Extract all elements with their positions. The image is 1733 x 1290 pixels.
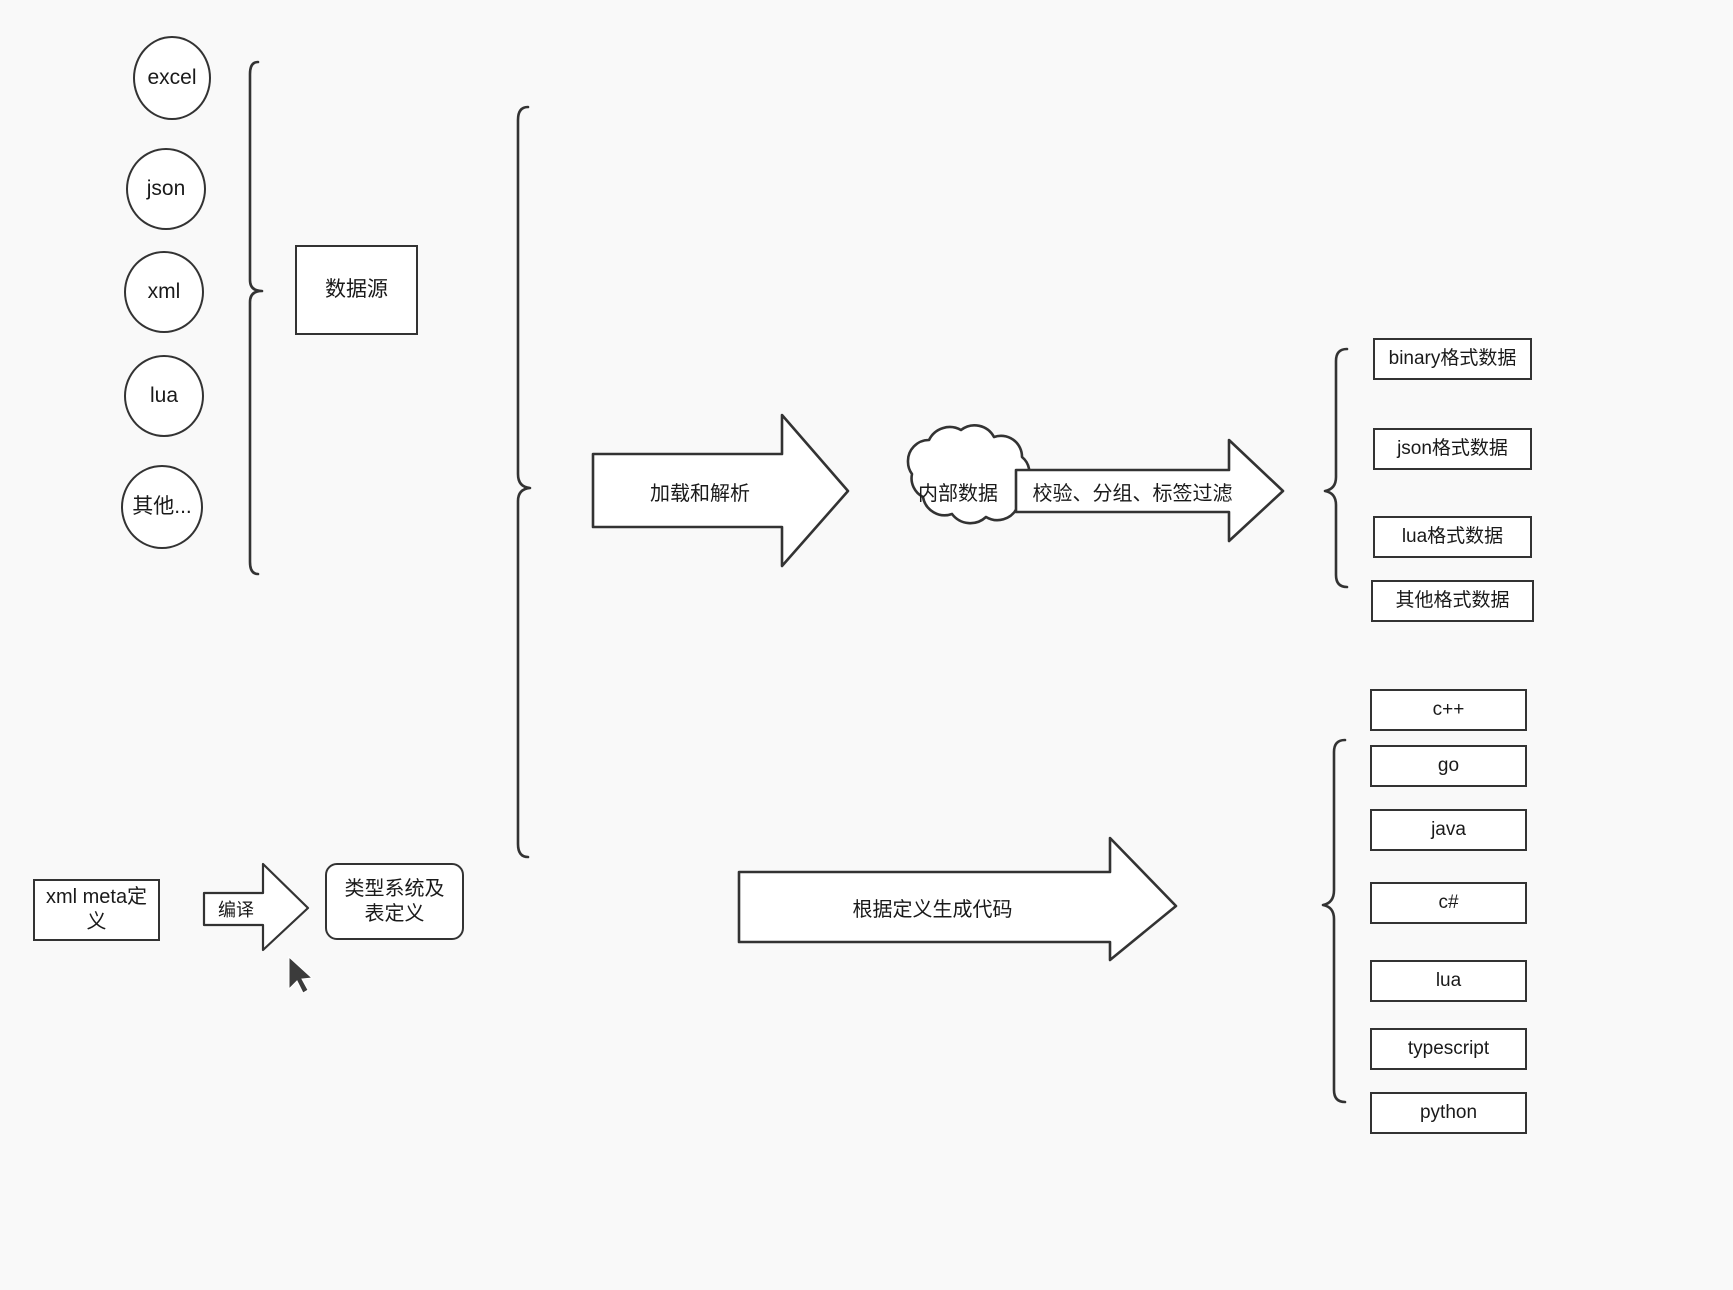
source-label: 其他... — [132, 494, 192, 518]
source-circle-lua[interactable]: lua — [124, 355, 204, 437]
language-box-csharp[interactable]: c# — [1370, 882, 1527, 924]
language-label: c# — [1438, 892, 1459, 914]
source-circle-excel[interactable]: excel — [133, 36, 211, 120]
language-label: typescript — [1407, 1038, 1490, 1060]
compile-arrow — [202, 862, 310, 952]
compile-label: 编译 — [218, 900, 254, 920]
pipeline-input-bracket — [516, 105, 532, 859]
language-label: lua — [1435, 970, 1462, 992]
source-label: lua — [149, 383, 179, 407]
format-label: json格式数据 — [1397, 438, 1508, 460]
format-label: binary格式数据 — [1388, 348, 1517, 370]
source-circle-other[interactable]: 其他... — [121, 465, 203, 549]
language-box-cpp[interactable]: c++ — [1370, 689, 1527, 731]
format-outputs-bracket — [1323, 347, 1349, 589]
source-label: excel — [147, 65, 197, 89]
filter-label: 校验、分组、标签过滤 — [1032, 482, 1233, 505]
language-box-lua[interactable]: lua — [1370, 960, 1527, 1002]
xml-meta-label: xml meta定义 — [45, 886, 148, 933]
internal-data-label: 内部数据 — [918, 482, 998, 505]
format-box-binary[interactable]: binary格式数据 — [1373, 338, 1532, 380]
load-parse-arrow — [591, 413, 850, 568]
language-box-go[interactable]: go — [1370, 745, 1527, 787]
source-label: xml — [147, 279, 181, 303]
filter-arrow — [1014, 438, 1285, 543]
codegen-arrow — [737, 836, 1178, 962]
format-box-other[interactable]: 其他格式数据 — [1371, 580, 1534, 622]
language-label: go — [1437, 755, 1460, 777]
language-outputs-bracket — [1321, 738, 1347, 1104]
mouse-cursor — [288, 955, 314, 994]
source-circle-xml[interactable]: xml — [124, 251, 204, 333]
language-box-python[interactable]: python — [1370, 1092, 1527, 1134]
language-box-typescript[interactable]: typescript — [1370, 1028, 1527, 1070]
source-circle-json[interactable]: json — [126, 148, 206, 230]
language-box-java[interactable]: java — [1370, 809, 1527, 851]
format-box-json[interactable]: json格式数据 — [1373, 428, 1532, 470]
load-parse-label: 加载和解析 — [650, 482, 750, 505]
data-source-label: 数据源 — [325, 277, 388, 301]
codegen-label: 根据定义生成代码 — [852, 898, 1013, 921]
type-system-label: 类型系统及表定义 — [344, 877, 445, 925]
xml-meta-box[interactable]: xml meta定义 — [33, 879, 160, 941]
language-label: c++ — [1432, 699, 1465, 721]
language-label: java — [1431, 819, 1466, 841]
format-label: 其他格式数据 — [1395, 590, 1510, 612]
data-source-box[interactable]: 数据源 — [295, 245, 418, 335]
data-source-bracket — [248, 60, 264, 576]
format-label: lua格式数据 — [1401, 526, 1504, 548]
format-box-lua[interactable]: lua格式数据 — [1373, 516, 1532, 558]
language-label: python — [1419, 1102, 1478, 1124]
type-system-box[interactable]: 类型系统及表定义 — [325, 863, 464, 940]
source-label: json — [146, 176, 186, 200]
